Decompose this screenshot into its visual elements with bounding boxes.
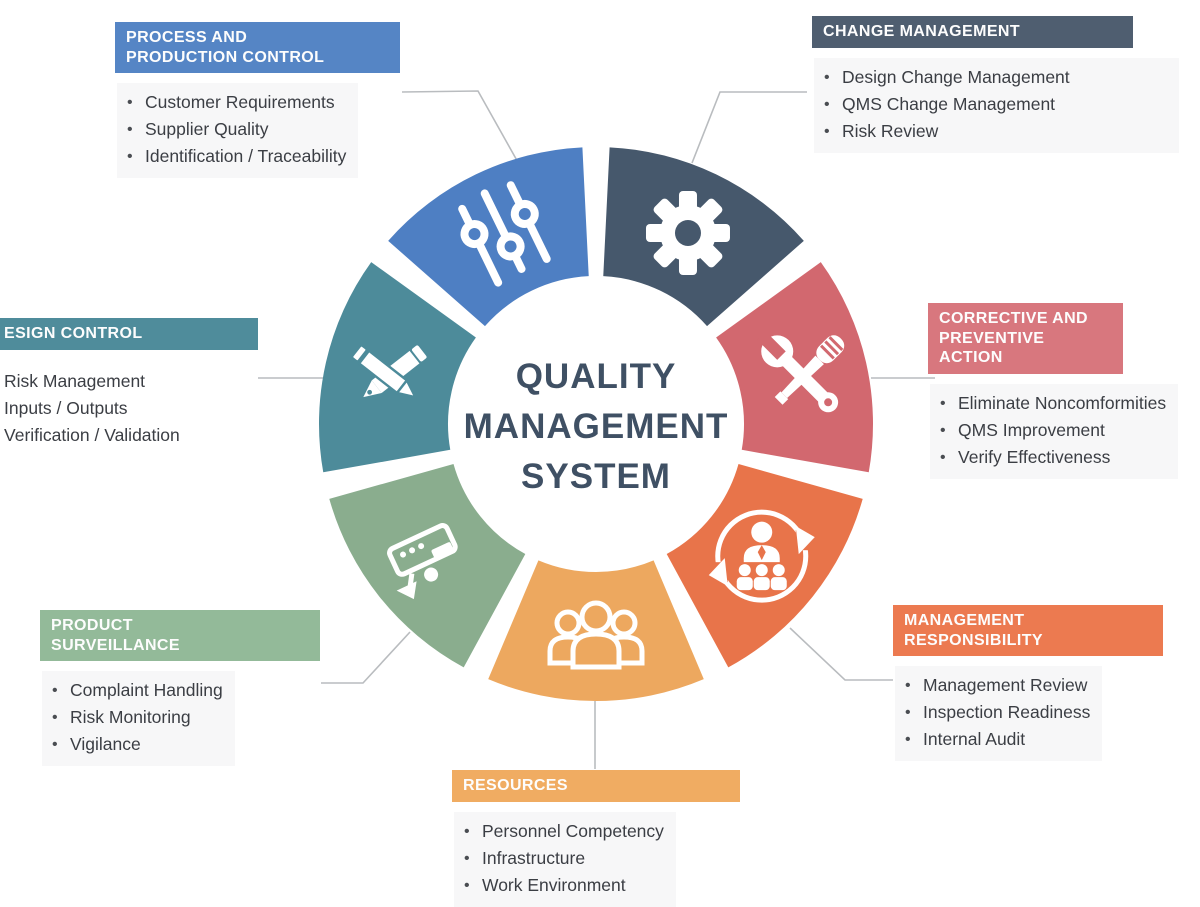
callout-header-product-surveillance: PRODUCT SURVEILLANCE	[40, 610, 320, 661]
wheel-icons	[350, 181, 845, 670]
bullet-item: Inspection Readiness	[903, 699, 1090, 726]
bullet-item: Identification / Traceability	[125, 143, 346, 170]
segment-process-production-control	[388, 147, 589, 327]
bullet-item: Eliminate Noncomformities	[938, 390, 1166, 417]
bullet-item: Work Environment	[462, 872, 664, 899]
bullet-item: Infrastructure	[462, 845, 664, 872]
bullet-item: Inputs / Outputs	[4, 397, 128, 418]
bullet-item: Verification / Validation	[4, 424, 180, 445]
callout-header-management-responsibility: MANAGEMENT RESPONSIBILITY	[893, 605, 1163, 656]
bullet-item: Risk Management	[4, 370, 146, 391]
people-icon	[547, 600, 645, 670]
connector-product	[321, 631, 411, 684]
callout-header-design-control: ESIGN CONTROL	[0, 318, 258, 350]
bullet-item: Risk Monitoring	[50, 704, 223, 731]
callout-header-change-management: CHANGE MANAGEMENT	[812, 16, 1133, 48]
bullet-item: QMS Change Management	[822, 91, 1167, 118]
pencils-icon	[350, 344, 427, 399]
tools-icon	[757, 331, 845, 413]
connector-process	[401, 90, 525, 174]
bullet-item: Design Change Management	[822, 64, 1167, 91]
callout-list-change-management: Design Change ManagementQMS Change Manag…	[814, 57, 1179, 153]
callout-header-process-production-control: PROCESS AND PRODUCTION CONTROL	[115, 22, 400, 73]
bullet-item: Risk Review	[822, 118, 1167, 145]
callout-process-production-control: PROCESS AND PRODUCTION CONTROL Customer …	[115, 22, 425, 178]
callout-list-corrective-preventive-action: Eliminate NoncomformitiesQMS Improvement…	[930, 383, 1179, 479]
bullet-item: Customer Requirements	[125, 89, 346, 116]
sliders-icon	[458, 181, 551, 287]
callout-list-process-production-control: Customer RequirementsSupplier QualityIde…	[117, 83, 359, 178]
connector-mgmtresp	[789, 627, 893, 681]
callout-list-product-surveillance: Complaint HandlingRisk MonitoringVigilan…	[42, 671, 235, 766]
gear-icon	[645, 190, 730, 275]
bullet-item: Management Review	[903, 672, 1090, 699]
wheel-center-title: QUALITY MANAGEMENT SYSTEM	[463, 357, 729, 496]
connector-lines	[258, 90, 935, 769]
callout-corrective-preventive-action: CORRECTIVE AND PREVENTIVE ACTION Elimina…	[928, 303, 1200, 479]
camera-icon	[387, 523, 458, 600]
bullet-item: QMS Improvement	[938, 417, 1166, 444]
callout-header-resources: RESOURCES	[452, 770, 740, 802]
connector-change	[691, 91, 807, 164]
callout-product-surveillance: PRODUCT SURVEILLANCE Complaint HandlingR…	[40, 610, 340, 766]
callout-management-responsibility: MANAGEMENT RESPONSIBILITY Management Rev…	[893, 605, 1200, 761]
callout-list-management-responsibility: Management ReviewInspection ReadinessInt…	[895, 666, 1103, 761]
cycle-person-icon	[705, 509, 818, 603]
bullet-item: Personnel Competency	[462, 818, 664, 845]
callout-list-resources: Personnel CompetencyInfrastructureWork E…	[454, 811, 676, 907]
bullet-item: Verify Effectiveness	[938, 444, 1166, 471]
bullet-item: Complaint Handling	[50, 677, 223, 704]
callout-resources: RESOURCES Personnel CompetencyInfrastruc…	[452, 770, 752, 907]
callout-header-corrective-preventive-action: CORRECTIVE AND PREVENTIVE ACTION	[928, 303, 1123, 374]
bullet-item: Supplier Quality	[125, 116, 346, 143]
bullet-item: Vigilance	[50, 731, 223, 758]
callout-change-management: CHANGE MANAGEMENT Design Change Manageme…	[812, 16, 1200, 153]
bullet-item: Internal Audit	[903, 726, 1090, 753]
